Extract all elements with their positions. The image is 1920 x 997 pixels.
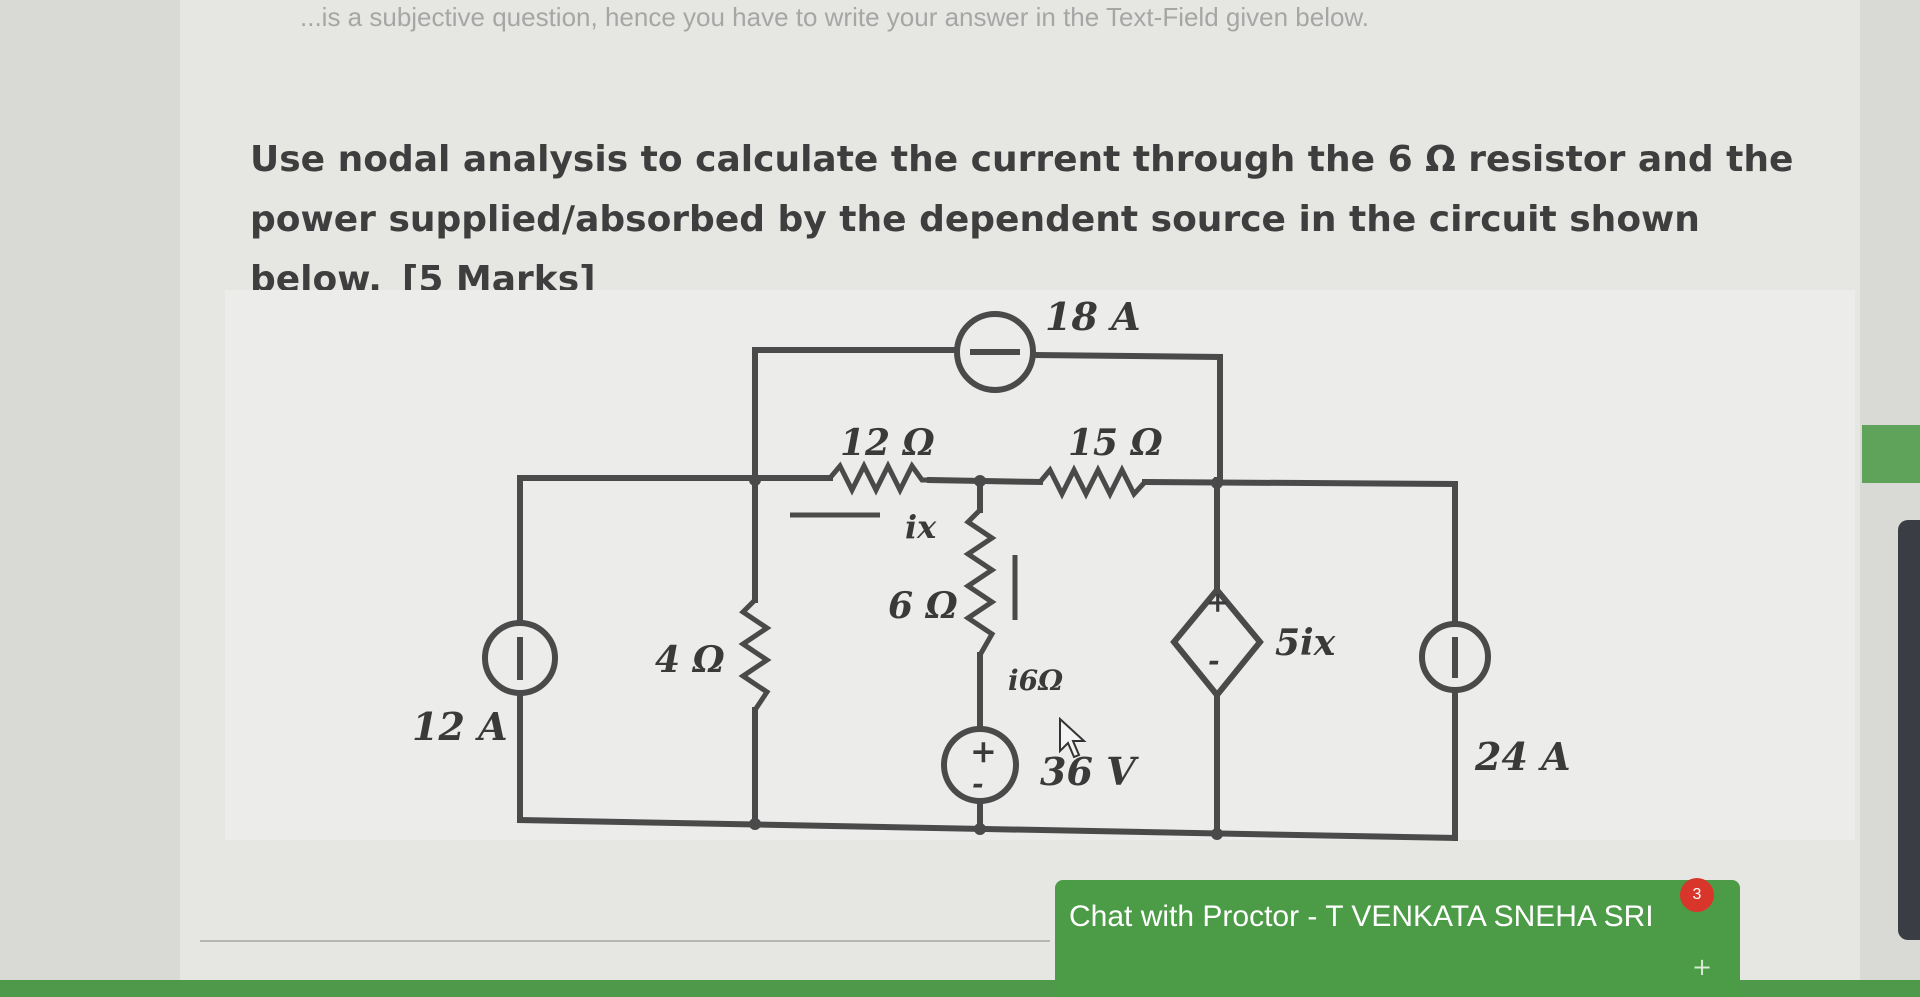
side-panel-tab[interactable]: [1862, 425, 1920, 483]
answer-text-field[interactable]: [200, 940, 1050, 942]
chat-label: Chat with Proctor - T VENKATA SNEHA SRI: [1069, 900, 1654, 933]
question-text: Use nodal analysis to calculate the curr…: [250, 139, 1794, 300]
chat-with-proctor-button[interactable]: Chat with Proctor - T VENKATA SNEHA SRI: [1055, 880, 1740, 997]
question-text-block: Use nodal analysis to calculate the curr…: [250, 130, 1820, 310]
chat-expand-icon[interactable]: +: [1691, 953, 1713, 981]
question-instruction: ...is a subjective question, hence you h…: [300, 2, 1369, 32]
mouse-cursor-icon: [1059, 717, 1087, 759]
side-scroll-handle[interactable]: [1898, 520, 1920, 940]
circuit-figure-panel: [225, 290, 1855, 840]
chat-notification-badge: 3: [1680, 878, 1714, 912]
